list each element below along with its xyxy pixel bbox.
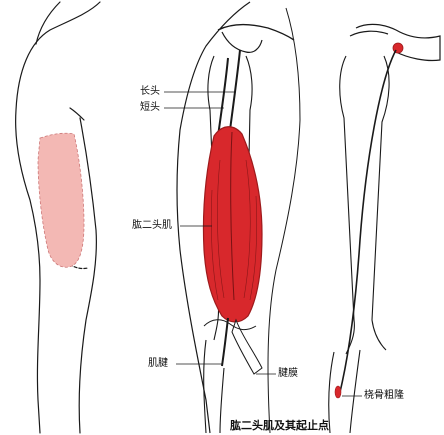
right-forearm	[328, 349, 361, 434]
right-clavicle	[349, 30, 389, 37]
figure-caption: 肱二头肌及其起止点	[230, 419, 329, 432]
label-biceps: 肱二头肌	[132, 220, 172, 231]
muscle-view-panel	[164, 1, 301, 434]
back-outline	[267, 7, 301, 434]
torso-outline	[176, 1, 251, 434]
biceps-surface-projection	[37, 132, 85, 268]
label-aponeurosis: 腱膜	[278, 368, 298, 379]
coracoid-process	[221, 31, 263, 53]
biceps-tendon-line	[339, 49, 397, 393]
elbow-joint	[203, 319, 257, 331]
bicipital-aponeurosis	[231, 318, 263, 375]
long-head-tendon	[229, 49, 241, 131]
scapula	[355, 23, 441, 62]
label-tendon: 肌腱	[148, 358, 168, 369]
short-head-tendon	[217, 57, 229, 137]
label-radial-tuberosity: 桡骨粗隆	[364, 390, 404, 401]
biceps-belly	[202, 126, 263, 323]
axilla-fold	[69, 107, 85, 121]
distal-tendon	[221, 317, 229, 367]
biceps-division-line	[230, 131, 235, 301]
forearm-bones	[203, 339, 225, 434]
radial-tuberosity-insertion	[334, 385, 342, 399]
right-humerus	[339, 55, 390, 355]
arm-outline-inner	[78, 117, 97, 434]
arm-outline-back	[35, 1, 61, 45]
label-short-head: 短头	[140, 102, 160, 113]
arm-outline-shoulder	[15, 1, 101, 434]
label-long-head: 长头	[140, 86, 160, 97]
biceps-fibers	[210, 159, 258, 301]
clavicle	[217, 23, 295, 41]
skeleton-view-panel	[328, 23, 441, 434]
